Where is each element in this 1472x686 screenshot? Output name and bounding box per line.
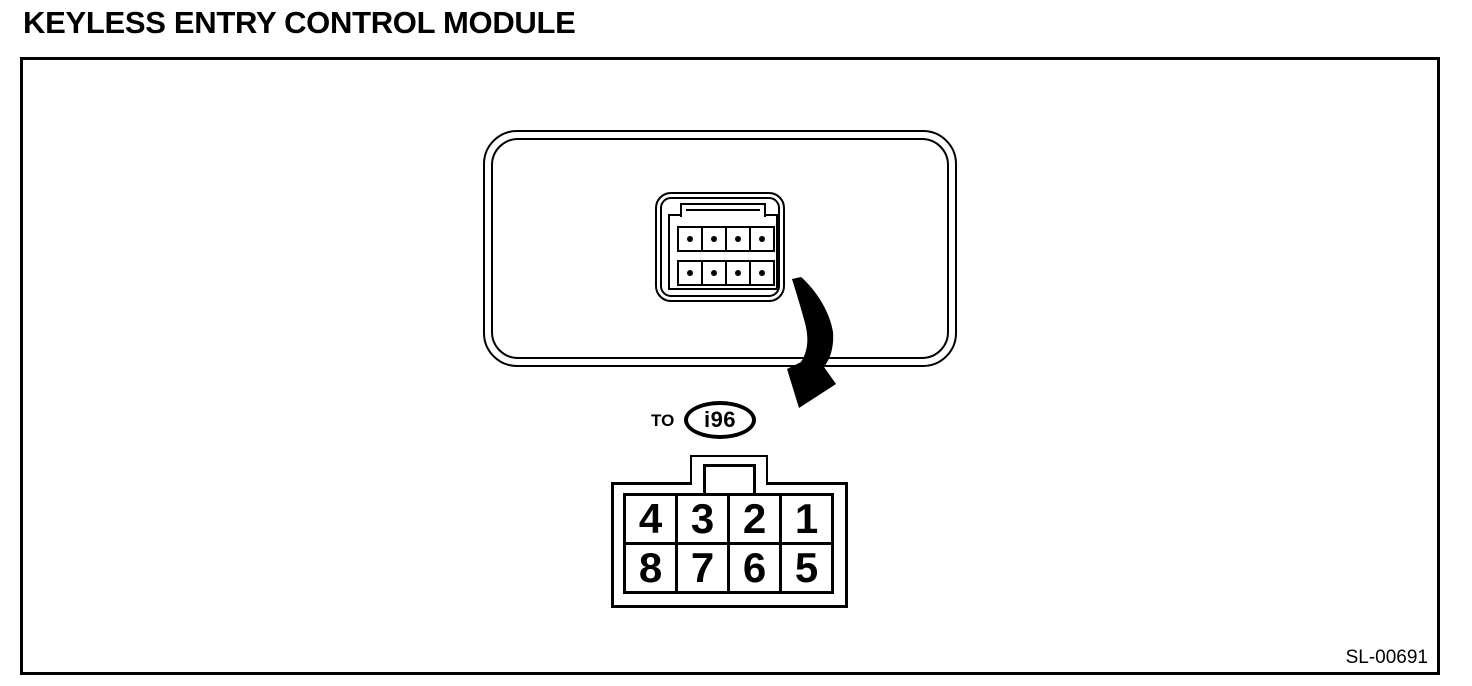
pinout-cell-1: 1 — [782, 496, 831, 542]
pin-terminal-dot — [687, 270, 693, 276]
curved-arrow-icon — [787, 277, 836, 408]
pinout-grid: 4 3 2 1 8 7 6 5 — [623, 493, 834, 594]
module-outline — [483, 130, 957, 367]
pin-terminal-dot — [711, 270, 717, 276]
pin-cavity — [701, 260, 727, 286]
connector-id-text: i96 — [703, 407, 737, 432]
connector-pin-row-top — [677, 226, 775, 252]
pin-cavity — [725, 226, 751, 252]
pin-cavity — [677, 260, 703, 286]
pin-terminal-dot — [735, 236, 741, 242]
connector-pin-row-bottom — [677, 260, 775, 286]
figure-id: SL-00691 — [1345, 647, 1428, 668]
pin-cavity — [701, 226, 727, 252]
pin-terminal-dot — [759, 270, 765, 276]
figure-frame — [20, 57, 1440, 675]
pin-terminal-dot — [687, 236, 693, 242]
pinout-cell-4: 4 — [626, 496, 675, 542]
pin-terminal-dot — [759, 236, 765, 242]
pinout-cell-2: 2 — [730, 496, 779, 542]
pin-terminal-dot — [735, 270, 741, 276]
to-label: TO — [651, 411, 675, 430]
pin-cavity — [749, 260, 775, 286]
module-connector — [655, 192, 785, 302]
pinout-cell-6: 6 — [730, 545, 779, 591]
connector-plug-tab-line — [686, 209, 760, 211]
pin-cavity — [677, 226, 703, 252]
pinout-cell-8: 8 — [626, 545, 675, 591]
module-connector-inner — [660, 197, 780, 297]
module-outline-inner — [491, 138, 949, 359]
pinout-cell-5: 5 — [782, 545, 831, 591]
pinout-cell-3: 3 — [678, 496, 727, 542]
connector-id-badge: i96 — [684, 401, 756, 439]
page-title: KEYLESS ENTRY CONTROL MODULE — [23, 5, 576, 40]
pin-cavity — [725, 260, 751, 286]
pinout-connector-tab-lock — [703, 464, 756, 496]
pin-cavity — [749, 226, 775, 252]
pinout-cell-7: 7 — [678, 545, 727, 591]
pin-terminal-dot — [711, 236, 717, 242]
